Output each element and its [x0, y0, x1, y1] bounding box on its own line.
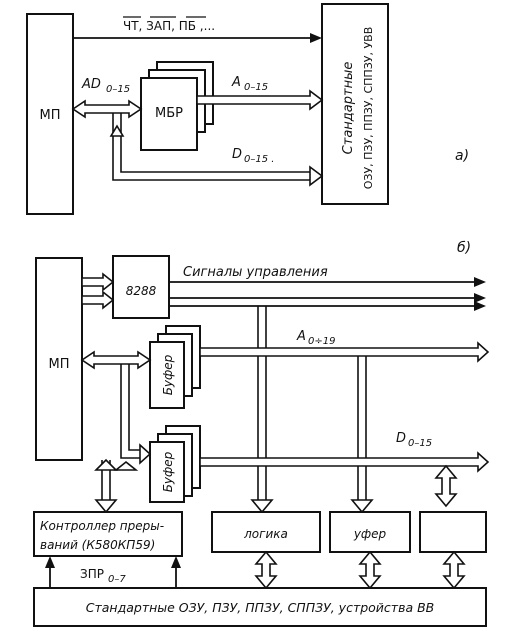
b-buffer1-block: [149, 341, 185, 409]
a-standard-title: Стандартные: [341, 62, 356, 155]
a-address-bus-label: A: [231, 75, 241, 90]
a-data-bus-label: D: [232, 147, 242, 162]
a-mp-block: [26, 13, 74, 215]
a-mbr-label: МБР: [155, 106, 183, 121]
b-address-drop-head: [350, 499, 374, 514]
a-control-arrow: [310, 33, 322, 43]
b-control-arrowhead-3: [474, 301, 486, 311]
b-data-bus-sub: 0–15: [408, 438, 432, 449]
b-extra-block: [419, 511, 487, 553]
b-zpr-arrowhead-right: [171, 556, 181, 568]
b-zpr-label: ЗПР: [80, 567, 104, 581]
a-ad-bus-arrow: [71, 99, 143, 119]
b-interrupt-controller-block: [33, 511, 183, 557]
b-mp-block: [35, 257, 83, 461]
b-vbus-right: [128, 364, 140, 451]
a-data-bus-up-head: [109, 124, 125, 137]
b-vbus-to-buffer2-head: [139, 443, 152, 465]
b-control-arrowhead-1: [474, 277, 486, 287]
b-address-bus-sub: 0÷19: [308, 336, 335, 347]
b-data-bus-label: D: [396, 431, 406, 446]
b-mp-int-up-head: [94, 458, 118, 471]
a-data-bus-head: [309, 165, 324, 187]
a-mp-label: МП: [40, 108, 61, 123]
b-buffer3-bus-arrow: [358, 550, 382, 590]
b-zpr-sub: 0–7: [108, 574, 126, 585]
b-logic-label: логика: [243, 527, 288, 541]
b-buffer3-block: [329, 511, 411, 553]
b-extra-bus-arrow: [442, 550, 466, 590]
b-mp-to-8288-arrow-1: [81, 272, 115, 292]
b-figure-label: б): [457, 240, 471, 256]
b-8288-block: [112, 255, 170, 319]
a-ad-bus-sub: 0–15: [106, 84, 130, 95]
a-data-bus-sub: 0–15 .: [244, 154, 274, 165]
diagram-b: б) МП 8288 Сигналы управления Буфер Буфе…: [33, 240, 490, 627]
b-control-drop-head: [250, 499, 274, 514]
b-buffer2-block: [149, 441, 185, 503]
b-standard-devices-block: [33, 587, 487, 627]
a-standard-devices-block: [321, 3, 389, 205]
b-address-bus-arrow: [199, 341, 490, 363]
a-figure-label: а): [455, 148, 469, 164]
b-logic-block: [211, 511, 321, 553]
b-intc-line2: ваний (К580КП59): [40, 538, 155, 552]
b-address-bus-label: A: [296, 329, 306, 344]
b-8288-label: 8288: [126, 284, 157, 298]
b-logic-bus-arrow: [254, 550, 278, 590]
b-data-drop-arrow: [434, 464, 458, 508]
b-standard-label: Стандартные ОЗУ, ПЗУ, ППЗУ, СППЗУ, устро…: [86, 600, 435, 615]
b-intc-line1: Контроллер преры-: [40, 519, 164, 533]
b-mp-to-8288-arrow-2: [81, 290, 115, 310]
diagram-a: МП Стандартные ОЗУ, ПЗУ, ППЗУ, СППЗУ, УВ…: [26, 3, 469, 215]
b-vbus-up-head: [113, 460, 139, 471]
a-address-bus-sub: 0–15: [244, 82, 268, 93]
b-control-arrowhead-2: [474, 293, 486, 303]
b-control-signals-label: Сигналы управления: [183, 265, 328, 280]
a-ad-bus-label: AD: [81, 77, 101, 92]
a-address-bus-arrow: [196, 89, 324, 111]
b-buffer2-label: Буфер: [161, 451, 175, 492]
b-mp-buffer1-bus: [80, 350, 152, 370]
a-mbr-block: [140, 77, 198, 151]
a-control-signals-label: ЧТ, ЗАП, ПБ ,...: [123, 19, 215, 33]
b-mp-int-head: [94, 499, 118, 514]
a-standard-list: ОЗУ, ПЗУ, ППЗУ, СППЗУ, УВВ: [362, 27, 375, 190]
b-vbus-left: [120, 364, 140, 459]
b-zpr-arrowhead-left: [45, 556, 55, 568]
b-buffer1-label: Буфер: [161, 354, 175, 395]
b-buffer3-label: уфер: [353, 527, 387, 541]
b-data-bus-arrow: [199, 451, 490, 473]
b-mp-label: МП: [49, 357, 70, 372]
